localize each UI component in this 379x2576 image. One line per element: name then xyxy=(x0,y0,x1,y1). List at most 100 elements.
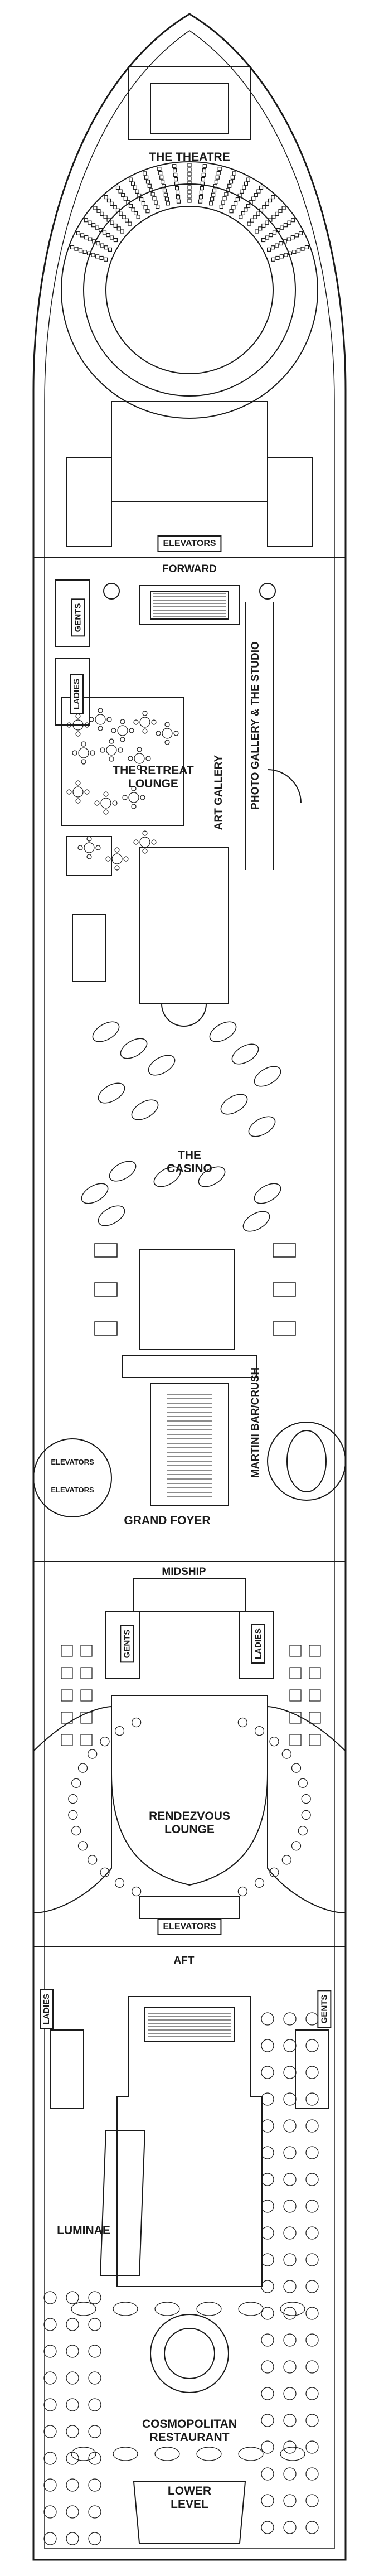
venue-label-retreat-lounge: THE RETREAT LOUNGE xyxy=(95,764,212,791)
casino-table xyxy=(81,1183,109,1204)
elevators-forward[interactable]: ELEVATORS xyxy=(157,535,222,553)
midship-seating xyxy=(61,1645,321,1746)
lounge-table xyxy=(77,1763,88,1773)
theatre-seat xyxy=(104,257,108,262)
restaurant-table xyxy=(43,2371,57,2385)
restaurant-table xyxy=(305,2494,319,2507)
theatre-seat xyxy=(286,237,291,241)
venue-label-lower-level: LOWER LEVEL xyxy=(162,2485,217,2511)
lounge-table xyxy=(114,1878,125,1888)
restaurant-table xyxy=(43,2478,57,2492)
lounge-table xyxy=(117,725,128,736)
theatre-seat xyxy=(106,198,111,203)
lounge-chair xyxy=(114,865,120,871)
elevators-midship-bottom[interactable]: ELEVATORS xyxy=(51,1486,94,1495)
restaurant-table xyxy=(154,2447,180,2461)
theatre-seat xyxy=(232,171,236,176)
lounge-chair xyxy=(61,1645,73,1657)
restroom-ladies-midship[interactable]: LADIES xyxy=(251,1623,266,1664)
restaurant-table xyxy=(305,2039,319,2052)
casino-table xyxy=(153,1166,181,1187)
restaurant-table xyxy=(283,2146,297,2159)
theatre-seat xyxy=(279,254,284,259)
casino-table xyxy=(148,1055,176,1076)
theatre-seat xyxy=(202,164,207,168)
casino-table xyxy=(120,1038,148,1059)
lounge-table xyxy=(291,1841,302,1851)
theatre-seat xyxy=(74,247,79,251)
elevators-aft[interactable]: ELEVATORS xyxy=(157,1918,222,1936)
lounge-chair xyxy=(90,750,95,756)
restaurant-table xyxy=(88,2532,101,2545)
lounge-table xyxy=(281,1749,291,1759)
restaurant-table xyxy=(261,2253,274,2266)
theatre-seat xyxy=(234,201,238,206)
lounge-chair xyxy=(164,740,170,745)
restroom-gents-aft[interactable]: GENTS xyxy=(317,1990,332,2028)
restroom-ladies-aft[interactable]: LADIES xyxy=(40,1989,54,2029)
lounge-table xyxy=(84,842,95,853)
slot-bank xyxy=(273,1243,296,1258)
restaurant-table xyxy=(113,2447,138,2461)
theatre-seat xyxy=(187,190,192,194)
hull-outline xyxy=(32,13,347,2561)
lounge-chair xyxy=(89,717,94,722)
theatre-seat xyxy=(128,221,132,226)
theatre-seat xyxy=(294,233,299,238)
theatre-seat xyxy=(187,172,192,176)
restaurant-table xyxy=(305,2092,319,2106)
venue-label-lower-level-text: LOWER LEVEL xyxy=(167,2485,212,2511)
lounge-table xyxy=(269,1737,279,1747)
theatre-seat xyxy=(244,207,248,212)
lounge-chair xyxy=(77,845,83,850)
theatre-seat xyxy=(103,215,108,219)
theatre-seat xyxy=(141,201,145,206)
restaurant-table xyxy=(154,2302,180,2316)
theatre-seat xyxy=(106,233,110,238)
theatre-seat xyxy=(265,201,269,206)
theatre-seat xyxy=(87,251,91,255)
theatre-seat xyxy=(261,223,266,228)
restroom-ladies-forward[interactable]: LADIES xyxy=(70,674,84,714)
theatre-seat xyxy=(268,198,273,203)
theatre-seat xyxy=(120,229,124,234)
theatre-seat xyxy=(280,225,284,230)
restaurant-table xyxy=(43,2398,57,2411)
restaurant-table xyxy=(283,2387,297,2400)
restaurant-table xyxy=(71,2302,96,2316)
theatre-seat xyxy=(113,238,118,243)
theatre-seat xyxy=(229,180,234,184)
lounge-table xyxy=(301,1810,311,1820)
lounge-chair xyxy=(106,717,112,722)
elevators-midship-top[interactable]: ELEVATORS xyxy=(51,1458,94,1467)
theatre-seat xyxy=(291,218,295,223)
lounge-table xyxy=(139,717,150,728)
theatre-seat xyxy=(304,245,309,249)
theatre-seat xyxy=(156,205,160,209)
restroom-gents-midship[interactable]: GENTS xyxy=(120,1625,134,1663)
theatre-seat xyxy=(162,184,166,189)
casino-table xyxy=(98,1205,125,1226)
theatre-seat xyxy=(163,192,168,197)
forward-stairs xyxy=(33,557,346,726)
theatre-seat xyxy=(145,180,150,184)
restroom-gents-forward[interactable]: GENTS xyxy=(71,598,85,637)
theatre-seat xyxy=(256,211,260,216)
theatre-seat xyxy=(176,199,181,204)
restroom-ladies-aft-text: LADIES xyxy=(42,1993,52,2025)
theatre-seat xyxy=(113,205,117,209)
theatre-seat xyxy=(175,186,179,190)
theatre-seat xyxy=(279,241,283,246)
casino-table xyxy=(248,1116,276,1137)
restaurant-table xyxy=(283,2173,297,2186)
lounge-chair xyxy=(80,1712,93,1724)
theatre-seat xyxy=(84,235,89,240)
theatre-seat xyxy=(259,185,264,190)
theatre-seat xyxy=(91,253,95,257)
theatre-seat xyxy=(123,196,128,201)
elevators-aft-text: ELEVATORS xyxy=(163,1922,216,1931)
lounge-chair xyxy=(118,747,123,753)
lounge-table xyxy=(298,1778,308,1788)
restaurant-table xyxy=(66,2478,79,2492)
theatre-seat xyxy=(104,245,108,250)
